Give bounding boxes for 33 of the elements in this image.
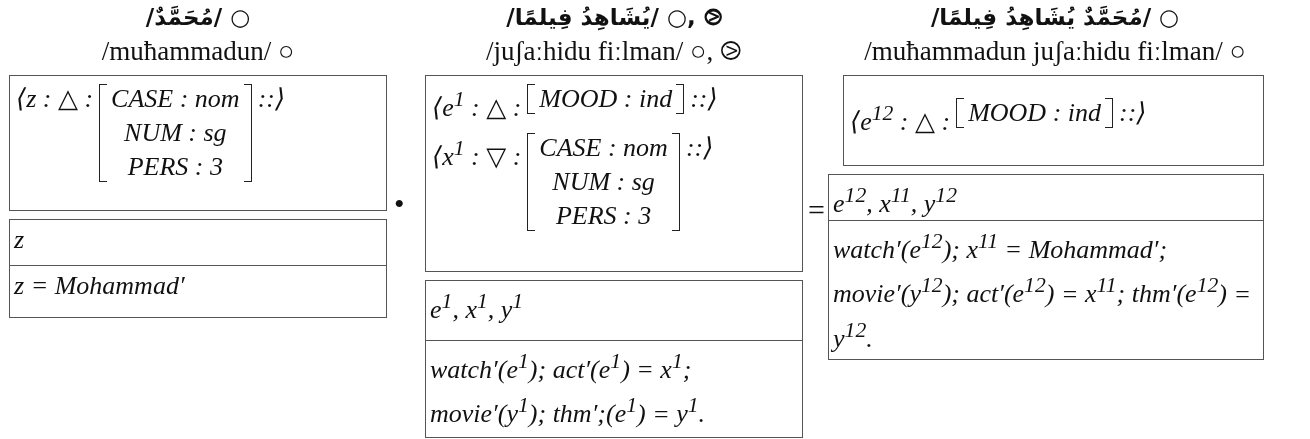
transcription-text: /muħammadun/ ○	[101, 35, 295, 68]
referent-list: e$^{12}$, x$^{11}$, y$^{12}$	[829, 175, 1263, 221]
formula-text: ⟨e$^{12}$ : △ :	[850, 100, 951, 138]
arabic-text: /مُحَمَّدٌ يُشَاهِدُ فِيلمًا/ ○	[930, 3, 1180, 32]
feature-text: NUM : sg	[124, 117, 227, 149]
transcription-text: /juʃaːhidu fiːlman/ ○, ⧁	[486, 35, 742, 68]
feature-text: MOOD : ind	[539, 83, 673, 115]
referent-list: e$^{1}$, x$^{1}$, y$^{1}$	[426, 281, 802, 341]
feature-text: NUM : sg	[552, 165, 655, 198]
drs-box	[9, 219, 387, 318]
formula-text: ::⟩	[1119, 97, 1147, 129]
feature-text: PERS : 3	[127, 151, 223, 183]
condition-list: z = Mohammad′	[10, 266, 386, 306]
referent-list: z	[10, 220, 386, 266]
feature-text: PERS : 3	[555, 199, 652, 232]
drs-box	[828, 174, 1264, 360]
transcription-text: /muħammadun juʃaːhidu fiːlman/ ○	[864, 35, 1246, 68]
formula-text: ::⟩	[685, 131, 714, 164]
formula-text: ::⟩	[690, 83, 718, 115]
operator-symbol: •	[394, 187, 405, 221]
formula-text: ⟨x$^{1}$ : ▽ :	[432, 134, 522, 173]
drs-box	[425, 280, 803, 438]
condition-list: watch′(e$^{12}$); x$^{11}$ = Mohammad′; movie′(y$^{12}$); act′(e$^{12}$) = x$^{11}$; thm′(e$^{12}$) = y$^{12}$.	[829, 221, 1263, 359]
arabic-text: /يُشَاهِدُ فِيلمًا/ ○, ⧁	[506, 3, 722, 32]
formula-text: ::⟩	[257, 83, 286, 115]
arabic-text: /مُحَمَّدٌ/ ○	[145, 3, 251, 32]
operator-symbol: =	[808, 193, 825, 227]
condition-list: watch′(e$^{1}$); act′(e$^{1}$) = x$^{1}$; movie′(y$^{1}$); thm′;(e$^{1}$) = y$^{1}$.	[426, 341, 802, 435]
feature-text: CASE : nom	[111, 83, 240, 115]
formula-text: ⟨z : △ :	[16, 83, 94, 115]
formula-text: ⟨e$^{1}$ : △ :	[432, 86, 522, 124]
feature-text: MOOD : ind	[968, 97, 1102, 129]
feature-text: CASE : nom	[539, 131, 668, 164]
